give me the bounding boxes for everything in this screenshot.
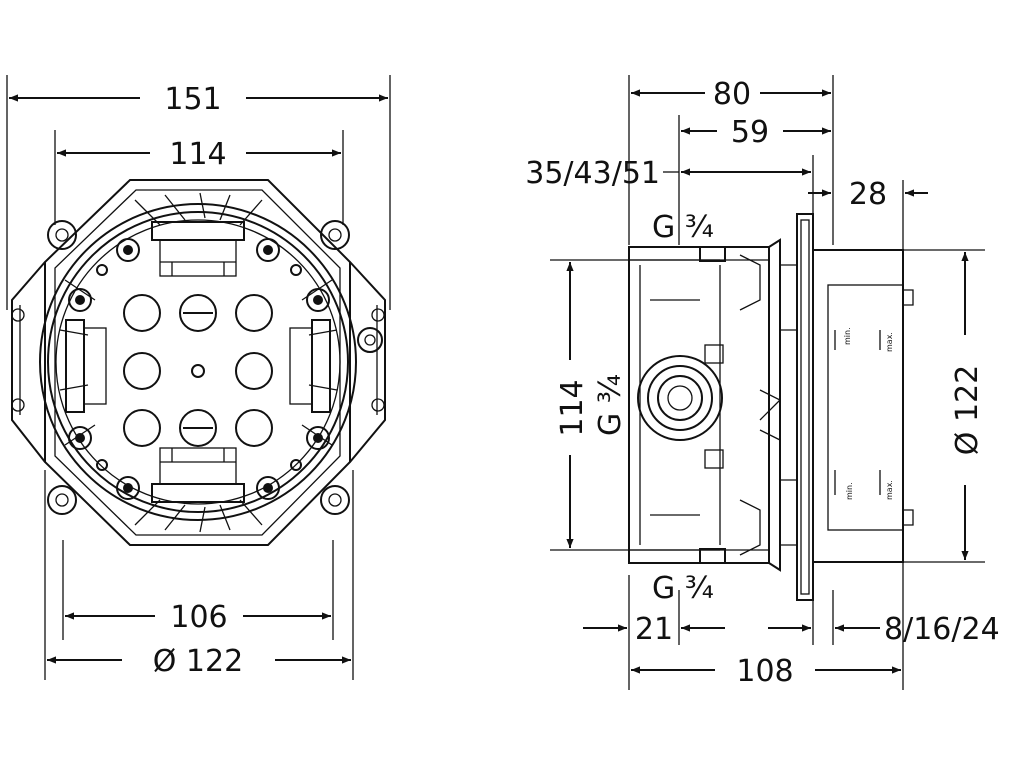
dim-151-label: 151 xyxy=(164,82,221,117)
dimension-28: 28 xyxy=(808,177,928,212)
min-label-bottom: min. xyxy=(845,482,854,500)
dim-80-label: 80 xyxy=(713,77,751,112)
side-view: 80 59 35/43/51 28 G ¾ G ¾ G ¾ xyxy=(525,75,1000,690)
dimension-151: 151 xyxy=(9,82,388,117)
dim-108-label: 108 xyxy=(736,654,793,689)
dimension-59: 59 xyxy=(681,115,831,150)
dim-diameter-122-vertical-label: Ø 122 xyxy=(950,365,985,455)
dim-21-label: 21 xyxy=(635,612,673,647)
knockout-holes xyxy=(123,294,273,447)
dim-8-16-24-label: 8/16/24 xyxy=(884,612,1000,647)
dimension-108: 108 xyxy=(631,654,901,689)
dimension-diameter-122-vertical: Ø 122 xyxy=(950,252,985,560)
dimension-114-vertical: 114 xyxy=(555,262,590,548)
min-label-top: min. xyxy=(843,327,852,345)
front-view: 151 114 106 Ø 122 xyxy=(6,75,391,680)
dim-diameter-122-label: Ø 122 xyxy=(153,644,243,679)
dim-114-vertical-label: 114 xyxy=(555,379,590,436)
thread-bottom-label: G ¾ xyxy=(652,571,714,606)
inner-ring xyxy=(39,203,357,521)
dimension-80: 80 xyxy=(631,77,831,112)
dim-114-label: 114 xyxy=(169,137,226,172)
valve-body-side: min. max. min. max. xyxy=(628,213,914,601)
dim-35-43-51-label: 35/43/51 xyxy=(525,156,660,191)
thread-side-label: G ¾ xyxy=(593,374,628,436)
dimension-diameter-122: Ø 122 xyxy=(47,644,351,679)
max-label-top: max. xyxy=(885,332,894,352)
dimension-106: 106 xyxy=(65,600,331,635)
screw-bosses xyxy=(68,238,330,500)
mounting-clips xyxy=(65,221,331,503)
dimension-8-16-24: 8/16/24 xyxy=(768,612,1000,647)
dim-106-label: 106 xyxy=(170,600,227,635)
dimension-21: 21 xyxy=(583,612,725,647)
dim-28-label: 28 xyxy=(849,177,887,212)
max-label-bottom: max. xyxy=(885,480,894,500)
dim-59-label: 59 xyxy=(731,115,769,150)
thread-top-label: G ¾ xyxy=(652,210,714,245)
dimension-114: 114 xyxy=(57,137,341,172)
